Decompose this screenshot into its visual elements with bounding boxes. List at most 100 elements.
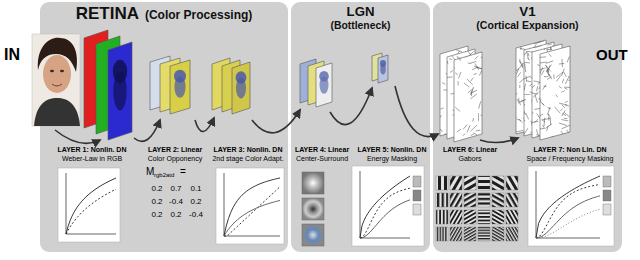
- gabor-filter: [506, 227, 518, 241]
- stroke: [441, 46, 443, 50]
- stroke: [459, 72, 461, 78]
- stroke: [536, 45, 542, 47]
- stroke: [470, 90, 477, 93]
- stroke: [538, 114, 543, 117]
- layer-title: LAYER 6: Linear: [443, 146, 497, 154]
- stroke: [564, 88, 567, 90]
- stroke: [481, 57, 485, 58]
- response-plot: [216, 168, 284, 244]
- stroke: [548, 44, 552, 45]
- stroke: [476, 130, 481, 132]
- matrix-cell: 0.2: [170, 210, 181, 219]
- stroke: [474, 73, 477, 75]
- stroke: [561, 120, 568, 121]
- matrix-symbol: =: [180, 166, 186, 178]
- stroke: [561, 109, 563, 111]
- stroke: [547, 126, 549, 131]
- stroke: [548, 107, 550, 115]
- stroke: [437, 115, 441, 121]
- image-plane: [535, 46, 576, 140]
- stroke: [442, 83, 445, 85]
- matrix-cell: 0.2: [151, 184, 162, 193]
- hair-silhouette: [380, 60, 386, 67]
- stroke: [559, 63, 565, 65]
- plot-ground: [58, 168, 120, 242]
- stroke: [450, 70, 453, 72]
- stroke: [478, 113, 479, 121]
- hair-silhouette: [113, 60, 127, 84]
- plot-ground: [528, 166, 614, 246]
- stroke: [459, 55, 461, 61]
- plane: [454, 52, 482, 142]
- plot-curve: [536, 196, 600, 238]
- stroke: [524, 94, 530, 95]
- stroke: [457, 129, 461, 132]
- stroke: [533, 91, 539, 97]
- stroke: [562, 105, 565, 108]
- stroke: [481, 115, 484, 117]
- stroke: [470, 78, 473, 82]
- inset-thumbnail: [413, 190, 421, 201]
- stroke: [524, 76, 531, 79]
- stroke: [449, 58, 452, 60]
- stroke: [557, 76, 561, 82]
- matrix-cell: 0.2: [151, 210, 162, 219]
- stroke: [546, 124, 553, 128]
- stroke: [509, 118, 516, 120]
- layer-title: LAYER 7: Non Lin. DN: [533, 146, 606, 154]
- stroke: [447, 61, 449, 64]
- inset-thumbnail: [603, 190, 611, 201]
- stroke: [540, 99, 541, 103]
- stroke: [568, 80, 574, 81]
- plane: [108, 42, 132, 140]
- stroke: [517, 69, 519, 74]
- stroke: [530, 45, 535, 48]
- image-plane: [450, 52, 486, 144]
- stroke: [537, 113, 540, 118]
- response-plots: [58, 166, 614, 246]
- stroke: [520, 121, 525, 123]
- stage-subtitle: (Cortical Expansion): [433, 20, 622, 32]
- stroke: [550, 44, 552, 49]
- stage-subtitle: (Color Processing): [145, 8, 252, 22]
- plot-curve: [224, 200, 280, 236]
- stroke: [523, 99, 527, 100]
- image-plane: [170, 60, 190, 114]
- image-plane: [378, 55, 388, 83]
- layer-subtitle: Weber-Law in RGB: [62, 155, 122, 163]
- gabor-filter: [450, 210, 462, 224]
- stroke: [559, 86, 562, 88]
- gabor-filter: [492, 227, 504, 241]
- stroke: [535, 48, 540, 51]
- stroke: [547, 108, 551, 109]
- stroke: [561, 59, 563, 67]
- image-stacks: [84, 30, 577, 144]
- response-plot: [352, 166, 424, 246]
- stroke: [537, 41, 544, 42]
- gabor-filter: [492, 176, 504, 190]
- inset-thumbnail: [603, 204, 611, 215]
- stroke: [564, 72, 567, 77]
- stroke: [444, 77, 453, 78]
- plot-curve: [66, 189, 116, 234]
- inset-thumbnail: [413, 204, 421, 215]
- stroke: [519, 119, 522, 123]
- plot-curve: [536, 209, 600, 238]
- stroke: [466, 53, 471, 57]
- stroke: [548, 114, 549, 120]
- stroke: [444, 133, 445, 140]
- gabor-filter: [506, 176, 518, 190]
- stroke: [534, 42, 541, 44]
- stroke: [527, 51, 529, 59]
- stroke: [562, 125, 570, 128]
- stroke: [471, 61, 477, 63]
- response-plot: [58, 168, 120, 242]
- matrix-subscript: rgb2atd: [154, 172, 174, 179]
- stroke: [455, 73, 458, 75]
- stroke: [554, 137, 556, 143]
- matrix-symbol: M: [146, 166, 154, 178]
- gabor-filter: [436, 227, 448, 241]
- stroke: [524, 128, 528, 134]
